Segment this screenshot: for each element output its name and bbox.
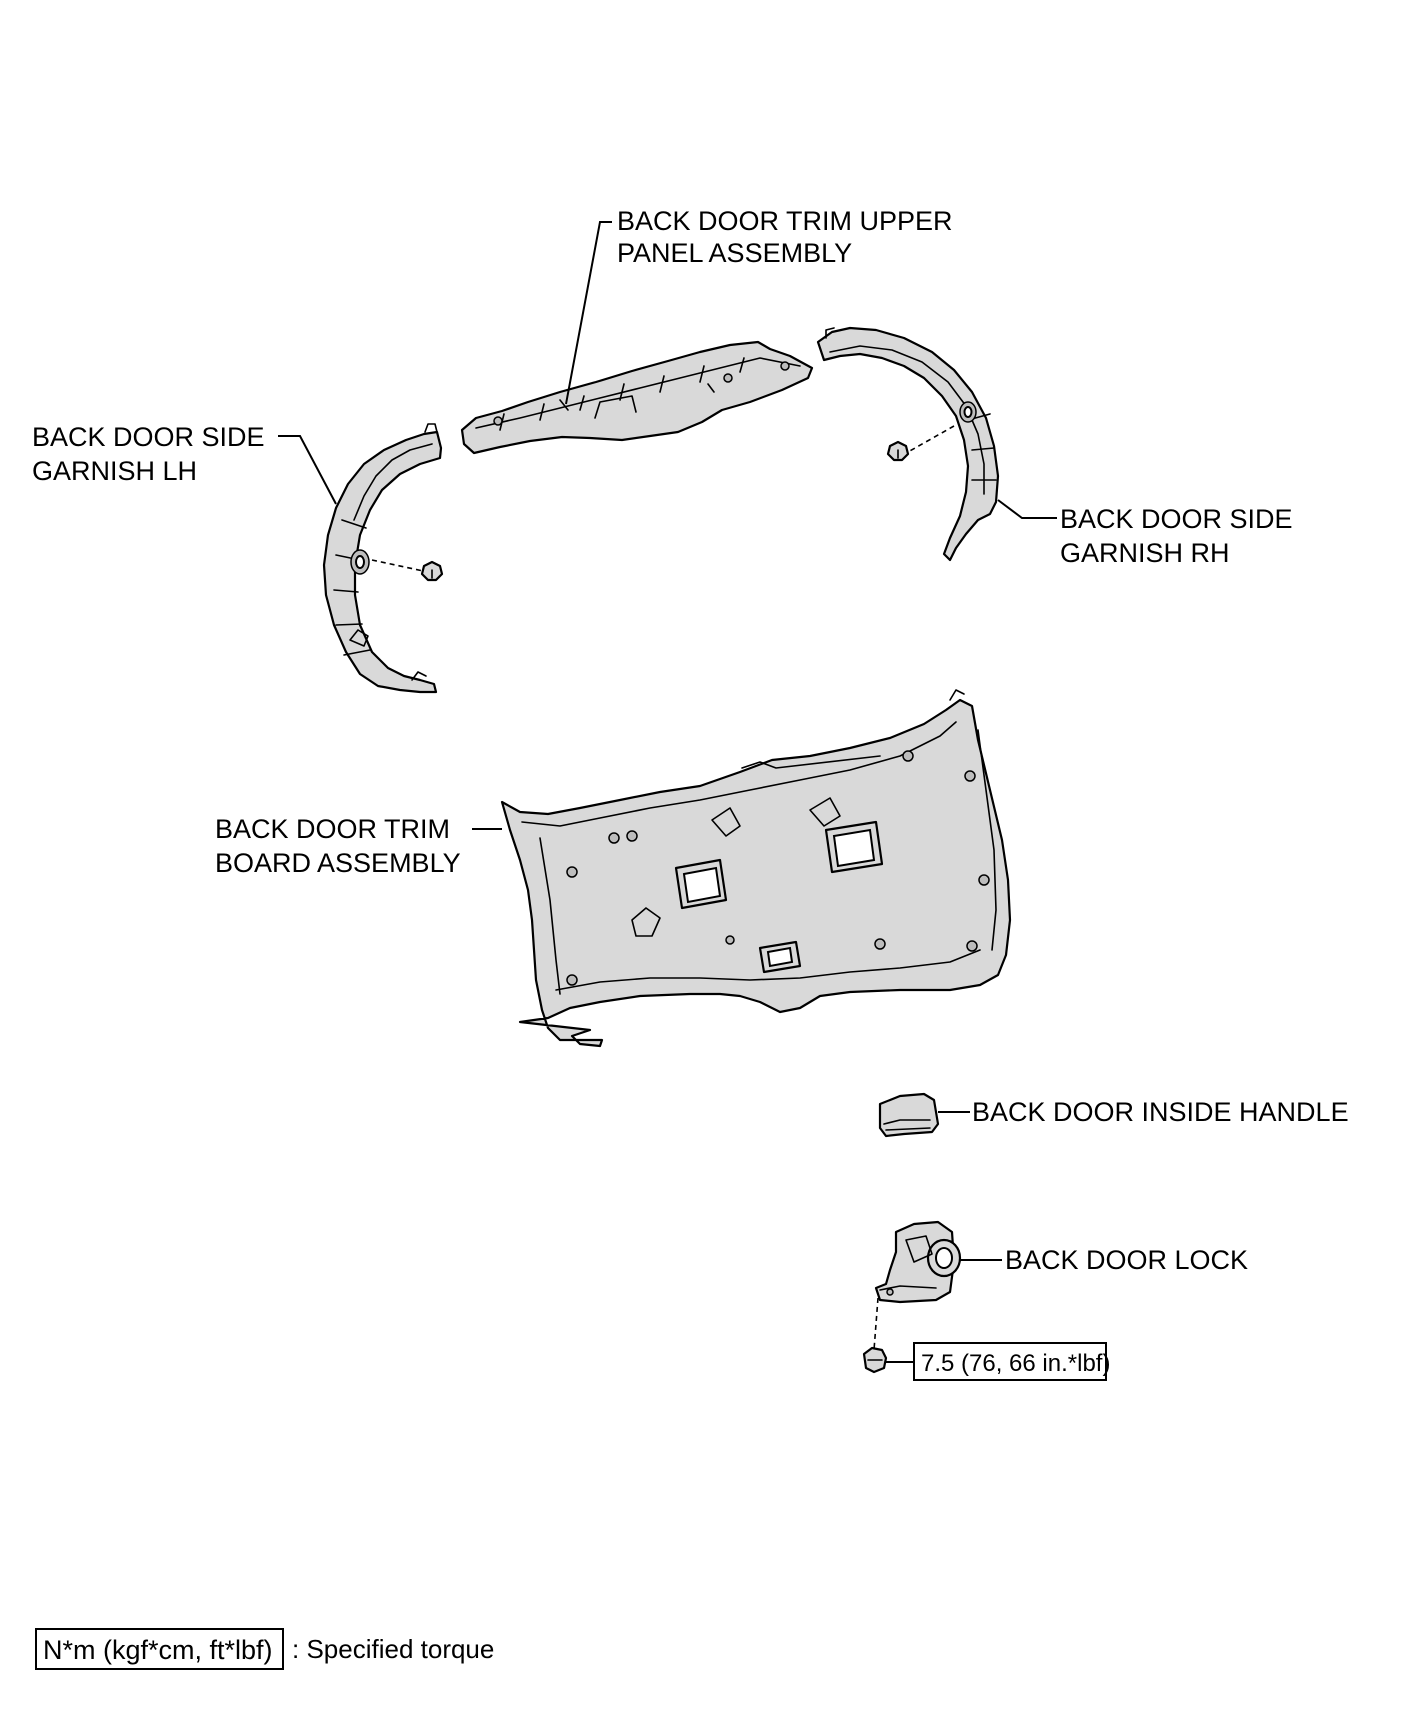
lock-part [874,1220,962,1304]
clip-icon-rh [886,425,955,462]
side-garnish-rh-part [816,326,1000,562]
clip-icon-lh [371,559,444,582]
label-trim-board: BACK DOOR TRIM BOARD ASSEMBLY [215,814,461,878]
side-garnish-lh-part [322,423,443,694]
torque-value: 7.5 (76, 66 in.*lbf) [921,1350,1110,1377]
legend-unit-box [35,1628,284,1670]
label-side-garnish-rh: BACK DOOR SIDE GARNISH RH [1060,504,1300,568]
label-lock: BACK DOOR LOCK [1005,1245,1248,1275]
trim-board-part [500,689,1012,1048]
leader-upper-panel [565,221,612,405]
legend-unit: N*m (kgf*cm, ft*lbf) [43,1635,273,1665]
torque-value-box [913,1342,1107,1381]
label-inside-handle: BACK DOOR INSIDE HANDLE [972,1097,1349,1127]
label-side-garnish-lh: BACK DOOR SIDE GARNISH LH [32,422,272,486]
leader-side-rh [997,499,1057,519]
upper-panel-part [460,340,814,455]
inside-handle-part [878,1092,940,1138]
leader-side-lh [278,435,337,505]
screw-icon [862,1297,888,1374]
label-upper-panel: BACK DOOR TRIM UPPER PANEL ASSEMBLY [617,206,960,268]
legend-description: : Specified torque [292,1634,494,1664]
